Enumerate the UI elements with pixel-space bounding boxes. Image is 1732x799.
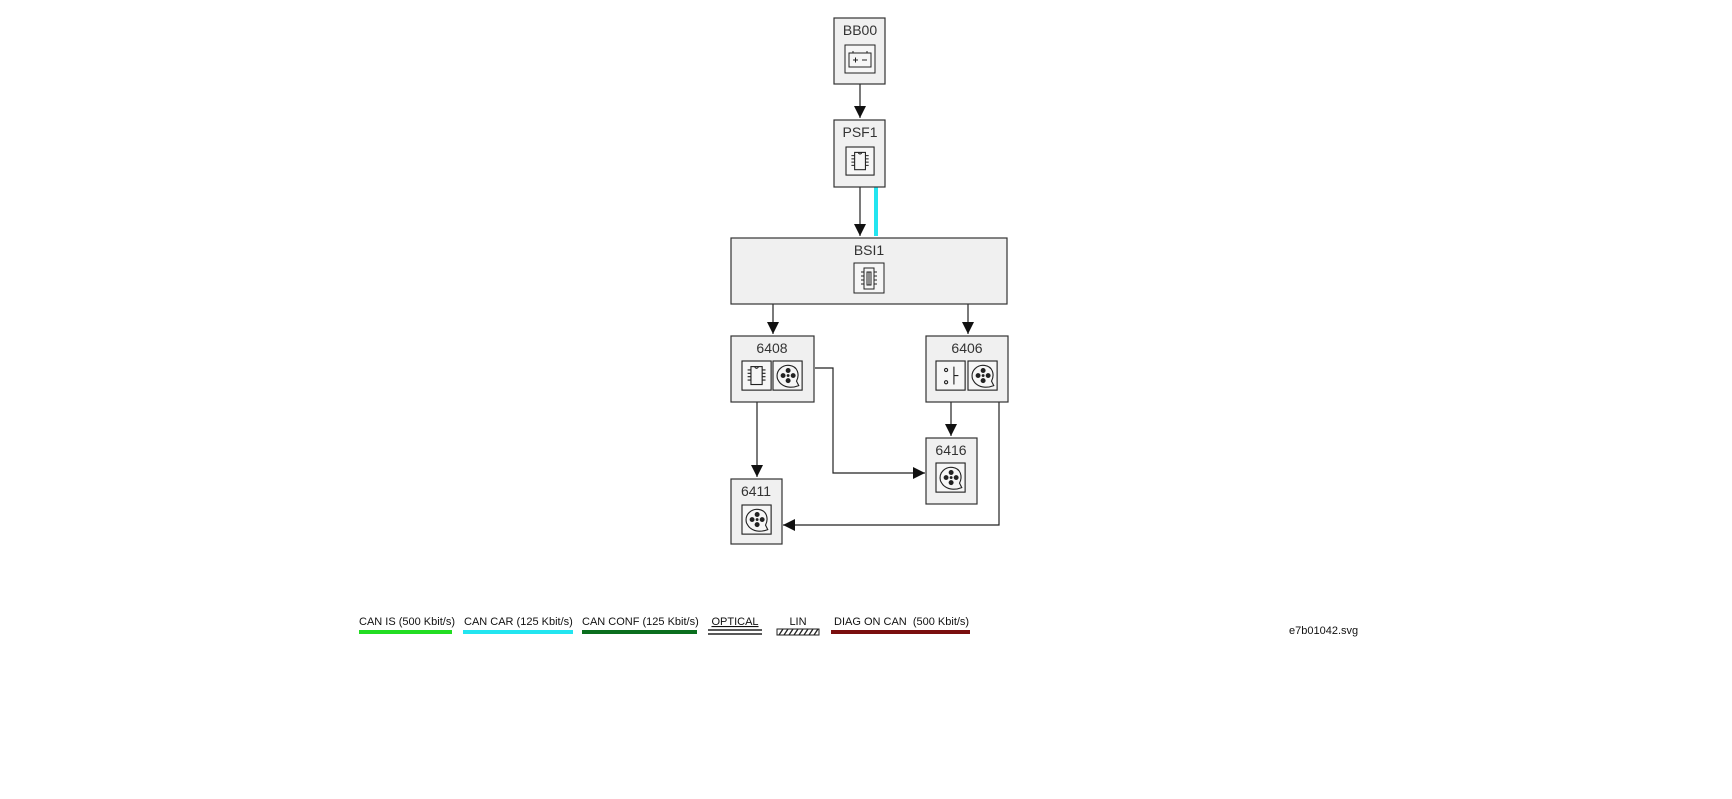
legend-lin: LIN [776, 616, 820, 636]
fan-icon [967, 360, 998, 391]
switch-icon [935, 360, 966, 391]
legend-lin-hatch-lines [778, 628, 819, 636]
battery-icon [844, 44, 876, 74]
node-6406[interactable]: 6406 [925, 335, 1009, 403]
legend-can-is-label: CAN IS (500 Kbit/s) [359, 616, 455, 628]
node-6411[interactable]: 6411 [730, 478, 783, 545]
chip-icon [845, 146, 875, 176]
wire-6408-6416 [815, 367, 925, 479]
fan-icon [772, 360, 803, 391]
node-bsi1[interactable]: BSI1 [730, 237, 1008, 305]
node-6408-label: 6408 [756, 340, 787, 356]
legend-can-car-label: CAN CAR (125 Kbit/s) [464, 616, 573, 628]
file-name-label: e7b01042.svg [1289, 625, 1358, 637]
node-bb00-label: BB00 [843, 22, 877, 38]
node-psf1-label: PSF1 [842, 124, 877, 140]
legend-can-car: CAN CAR (125 Kbit/s) [463, 616, 573, 634]
fan-icon [935, 462, 966, 493]
node-bb00[interactable]: BB00 [833, 17, 886, 85]
legend-optical-label: OPTICAL [711, 616, 758, 628]
legend-diag-on-can-label: DIAG ON CAN (500 Kbit/s) [834, 616, 969, 628]
legend-diag-on-can: DIAG ON CAN (500 Kbit/s) [831, 616, 970, 634]
node-bsi1-label: BSI1 [854, 242, 885, 258]
fan-icon [741, 504, 772, 535]
legend-lin-label: LIN [789, 616, 806, 628]
legend-can-is: CAN IS (500 Kbit/s) [359, 616, 455, 634]
node-6406-label: 6406 [951, 340, 982, 356]
fuse-box-icon [853, 262, 885, 294]
node-6408[interactable]: 6408 [730, 335, 815, 403]
legend: CAN IS (500 Kbit/s) CAN CAR (125 Kbit/s)… [359, 616, 970, 636]
node-psf1[interactable]: PSF1 [833, 119, 886, 188]
node-6416-label: 6416 [935, 442, 966, 458]
legend-optical: OPTICAL [708, 616, 762, 635]
wire-6406-6411 [783, 402, 1000, 531]
node-6411-label: 6411 [741, 483, 771, 499]
legend-can-conf: CAN CONF (125 Kbit/s) [582, 616, 699, 634]
node-6416[interactable]: 6416 [925, 437, 978, 505]
chip-icon [741, 360, 772, 391]
legend-can-conf-label: CAN CONF (125 Kbit/s) [582, 616, 699, 628]
